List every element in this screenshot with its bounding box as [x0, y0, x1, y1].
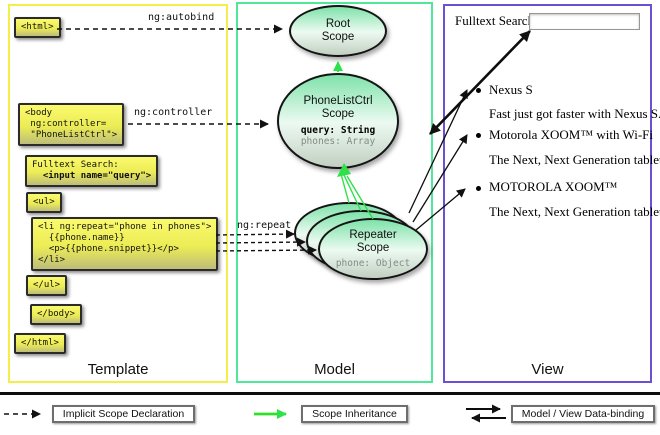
view-item-title: Nexus S: [489, 82, 533, 97]
repeater-scope-ellipse-front: Repeater Scope phone: Object: [318, 218, 428, 280]
ul-open-tag-box: <ul>: [26, 192, 62, 213]
root-scope-title: Root Scope: [321, 18, 355, 43]
bullet-icon: [476, 133, 481, 138]
view-item-snippet: The Next, Next Generation tablet.: [489, 152, 660, 167]
li-repeat-code-box: <li ng:repeat="phone in phones"> {{phone…: [31, 217, 219, 271]
repeater-scope-title: Repeater Scope: [349, 229, 397, 254]
view-item-title: Motorola XOOM™ with Wi-Fi: [489, 127, 654, 142]
view-item-title: MOTOROLA XOOM™: [489, 179, 618, 194]
view-column-label: View: [531, 361, 564, 378]
model-column: Model: [236, 2, 433, 383]
legend-databinding-box: Model / View Data-binding: [511, 405, 655, 423]
fulltext-search-template-box: Fulltext Search: <input name="query">: [25, 155, 159, 187]
legend-separator: [0, 392, 660, 395]
input-query-code: <input name="query">: [32, 171, 152, 181]
phonelistctrl-scope-title: PhoneListCtrl Scope: [303, 95, 373, 120]
html-close-tag-box: </html>: [14, 333, 66, 354]
ng-controller-label: ng:controller: [134, 107, 213, 118]
body-open-tag-box: <body ng:controller= "PhoneListCtrl">: [18, 103, 125, 146]
query-property: query: String: [300, 125, 376, 136]
model-column-label: Model: [314, 361, 355, 378]
legend-implicit-scope-box: Implicit Scope Declaration: [52, 405, 195, 423]
body-close-tag-box: </body>: [30, 304, 82, 325]
view-item-snippet: The Next, Next Generation tablet.: [489, 204, 660, 219]
fulltext-search-input[interactable]: [529, 13, 640, 30]
html-open-tag-box: <html>: [14, 17, 61, 38]
bullet-icon: [476, 88, 481, 93]
fulltext-search-label: Fulltext Search:: [455, 13, 538, 28]
phonelistctrl-scope-ellipse: PhoneListCtrl Scope query: String phones…: [277, 73, 399, 169]
template-column-label: Template: [87, 361, 149, 378]
ul-close-tag-box: </ul>: [26, 275, 68, 296]
bullet-icon: [476, 186, 481, 191]
root-scope-ellipse: Root Scope: [289, 5, 387, 57]
view-item-snippet: Fast just got faster with Nexus S.: [489, 106, 660, 121]
phones-property: phones: Array: [300, 136, 376, 147]
fulltext-template-label: Fulltext Search:: [32, 160, 119, 170]
ng-autobind-label: ng:autobind: [148, 12, 215, 23]
phone-property: phone: Object: [335, 258, 411, 269]
legend-scope-inheritance-box: Scope Inheritance: [301, 405, 408, 423]
ng-repeat-label: ng:repeat: [237, 220, 292, 231]
